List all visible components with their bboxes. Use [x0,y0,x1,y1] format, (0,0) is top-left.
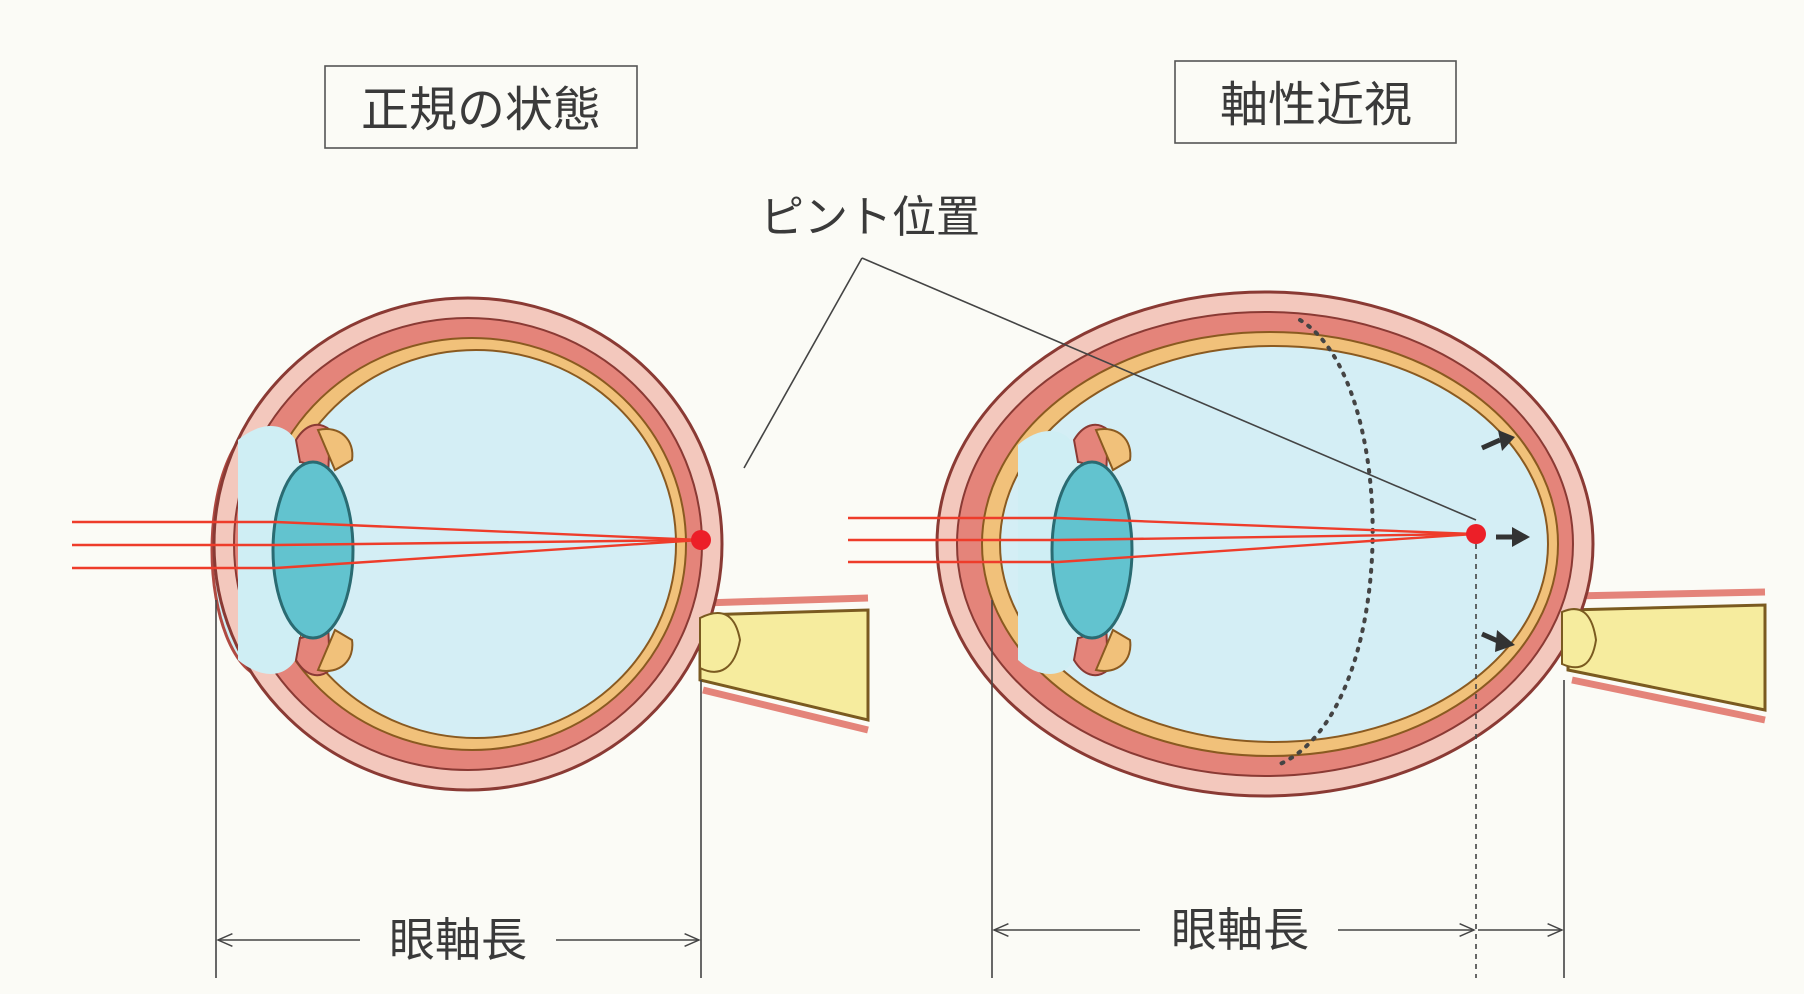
focal-point-left [691,530,711,550]
focus-position-label: ピント位置 [760,192,980,243]
myopia-title: 軸性近視 [1220,77,1412,133]
optic-nerve-left [698,594,870,734]
elongation-arrows [1480,430,1530,652]
optic-nerve-right [1566,588,1767,724]
axial-length-label-left: 眼軸長 [389,913,527,967]
myopia-title-box: 軸性近視 [1174,60,1457,144]
focal-point-right [1466,524,1486,544]
vitreous-right [999,345,1549,743]
lens-right [1050,460,1134,640]
light-rays-right [848,516,1475,564]
light-rays-left [72,520,701,570]
normal-title-box: 正規の状態 [324,65,638,149]
focus-leader-lines [743,257,1477,521]
axial-length-left [215,600,702,978]
normal-eye [72,296,870,792]
lens-left [271,460,355,640]
axial-length-right [991,544,1565,978]
normal-title: 正規の状態 [361,82,601,138]
myopic-eye [848,290,1767,798]
axial-length-label-right: 眼軸長 [1171,903,1309,957]
